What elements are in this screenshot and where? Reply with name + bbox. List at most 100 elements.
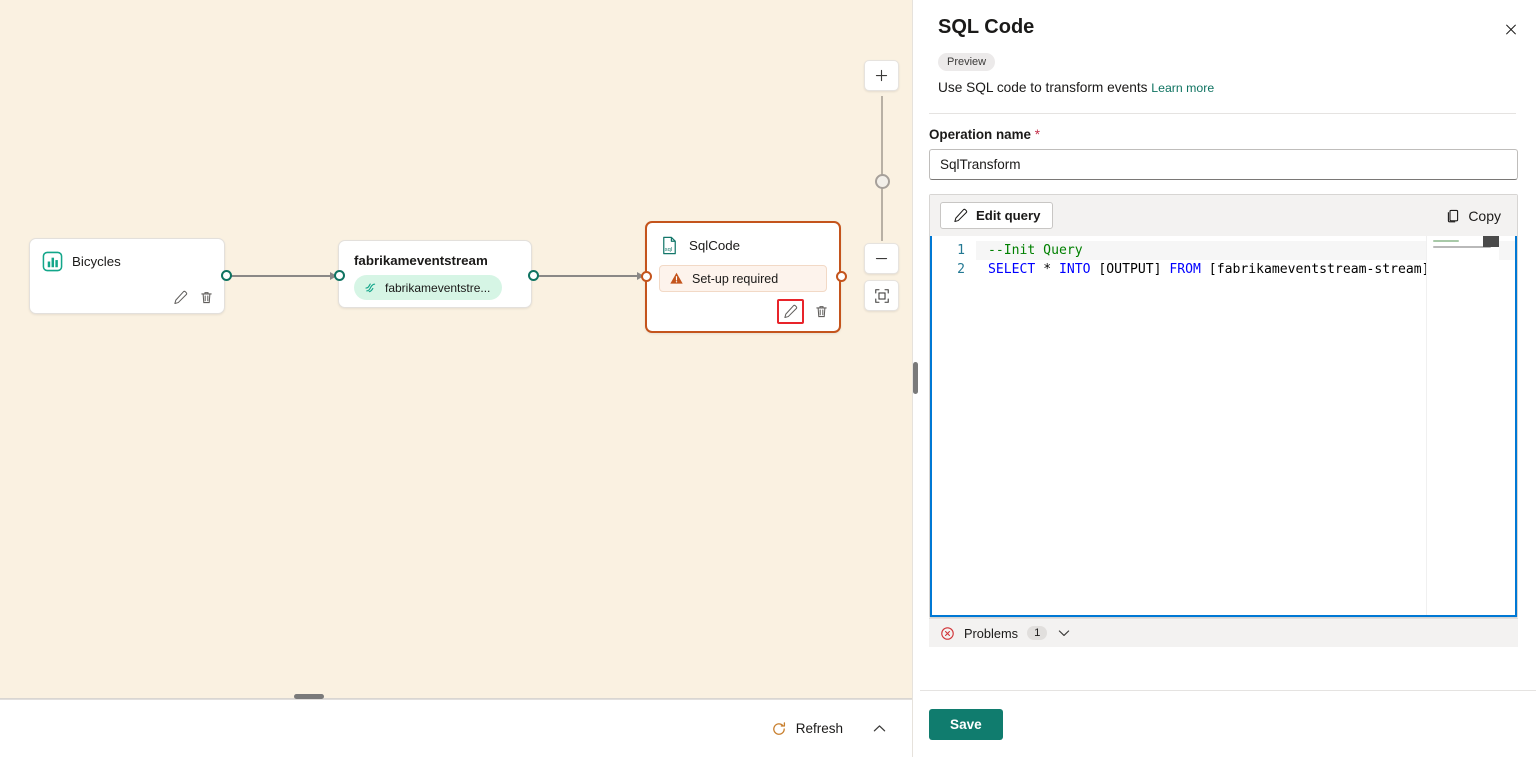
code-line-text[interactable]: SELECT * INTO [OUTPUT] FROM [fabrikameve… — [976, 260, 1515, 279]
learn-more-link[interactable]: Learn more — [1151, 81, 1215, 95]
code-token: SELECT — [988, 262, 1036, 277]
panel-body: Operation name * Edit query — [920, 114, 1536, 647]
panel-description-text: Use SQL code to transform events — [938, 80, 1148, 95]
required-marker: * — [1034, 127, 1040, 142]
canvas-resize-handle-horizontal[interactable] — [294, 694, 324, 699]
canvas-node-fabrikameventstream[interactable]: fabrikameventstream fabrikameventstre... — [333, 240, 539, 308]
bar-chart-icon — [42, 251, 63, 272]
collapse-panel-button[interactable] — [868, 718, 890, 740]
error-circle-icon — [941, 626, 954, 640]
canvas-bottom-divider — [0, 698, 912, 699]
edit-icon[interactable] — [172, 289, 189, 306]
refresh-icon — [772, 721, 785, 735]
preview-badge: Preview — [938, 53, 996, 71]
minimap-line — [1433, 240, 1459, 242]
header-divider — [929, 113, 1516, 114]
svg-text:sql: sql — [665, 247, 672, 253]
port-out-sqlcode[interactable] — [835, 271, 847, 282]
zoom-controls — [864, 60, 899, 311]
canvas-surface[interactable]: Bicycles — [0, 0, 912, 698]
operation-name-label: Operation name * — [929, 127, 1518, 142]
edge-eventstream-to-sqlcode — [536, 275, 642, 277]
zoom-in-button[interactable] — [864, 60, 899, 91]
node-eventstream-chip[interactable]: fabrikameventstre... — [354, 275, 503, 300]
copy-button[interactable]: Copy — [1439, 204, 1507, 228]
pencil-icon — [954, 208, 968, 223]
canvas-node-bicycles[interactable]: Bicycles — [29, 238, 232, 314]
code-editor-area[interactable]: 1 --Init Query 2 SELECT * INTO [OUTPUT] FRO… — [930, 236, 1517, 617]
code-line-text[interactable]: --Init Query — [976, 241, 1515, 260]
sql-code-panel: SQL Code Preview Use SQL code to transfo… — [920, 0, 1536, 757]
operation-name-label-text: Operation name — [929, 127, 1031, 142]
code-token: [fabrikameventstream-stream] — [1200, 262, 1430, 277]
code-token: [OUTPUT] — [1090, 262, 1170, 277]
zoom-out-button[interactable] — [864, 243, 899, 274]
node-sqlcode-title: SqlCode — [689, 238, 741, 253]
port-out-bicycles[interactable] — [220, 270, 232, 281]
code-token: --Init Query — [988, 243, 1083, 258]
warning-icon — [670, 272, 683, 284]
fit-screen-icon — [874, 288, 889, 303]
sql-editor: Edit query Copy 1 --Init Query 2 SELECT * I… — [929, 194, 1518, 618]
node-sqlcode-actions — [777, 299, 830, 324]
zoom-slider-thumb[interactable] — [875, 174, 890, 189]
minimap-line — [1433, 246, 1491, 248]
canvas-node-sqlcode[interactable]: sql SqlCode Set-up required — [640, 221, 847, 333]
node-eventstream-title: fabrikameventstream — [354, 253, 488, 268]
node-eventstream-chip-label: fabrikameventstre... — [385, 280, 491, 295]
line-number: 2 — [957, 262, 965, 277]
port-out-eventstream[interactable] — [527, 270, 539, 281]
page-title: SQL Code — [938, 16, 1035, 38]
node-sqlcode-status-text: Set-up required — [692, 271, 779, 286]
node-bicycles-actions — [172, 289, 215, 306]
zoom-slider-track[interactable] — [881, 96, 883, 241]
node-sqlcode-header: sql SqlCode — [647, 223, 839, 256]
save-button[interactable]: Save — [929, 708, 1003, 740]
code-token: INTO — [1058, 262, 1091, 277]
line-number: 1 — [957, 243, 965, 258]
refresh-label: Refresh — [795, 721, 843, 736]
node-bicycles-title: Bicycles — [72, 254, 121, 269]
edit-query-label: Edit query — [976, 208, 1041, 223]
node-bicycles-header: Bicycles — [30, 239, 224, 272]
canvas-bottom-bar: Refresh — [0, 699, 912, 757]
code-line[interactable]: 2 SELECT * INTO [OUTPUT] FROM [fabrikamev… — [932, 260, 1515, 279]
code-lines[interactable]: 1 --Init Query 2 SELECT * INTO [OUTPUT] FRO… — [932, 236, 1515, 279]
edge-bicycles-to-eventstream — [228, 275, 336, 277]
plus-icon — [875, 69, 888, 82]
panel-description: Use SQL code to transform events Learn m… — [938, 80, 1516, 95]
editor-toolbar: Edit query Copy — [930, 195, 1517, 236]
port-in-eventstream[interactable] — [333, 270, 345, 281]
chevron-down-icon[interactable] — [1056, 625, 1072, 641]
panel-splitter-handle[interactable] — [913, 362, 918, 394]
minus-icon — [875, 257, 888, 260]
close-icon — [1506, 24, 1516, 34]
edit-icon-highlight — [777, 299, 804, 324]
flow-canvas[interactable]: Bicycles — [0, 0, 912, 757]
panel-footer: Save — [920, 690, 1536, 757]
editor-minimap[interactable] — [1426, 236, 1499, 615]
sql-document-icon: sql — [663, 236, 676, 255]
code-line[interactable]: 1 --Init Query — [932, 241, 1515, 260]
problems-label: Problems — [964, 625, 1019, 641]
delete-icon[interactable] — [198, 289, 215, 306]
stream-icon — [365, 283, 376, 293]
port-in-sqlcode[interactable] — [640, 271, 652, 282]
panel-header: SQL Code Preview Use SQL code to transfo… — [920, 0, 1536, 114]
fit-to-screen-button[interactable] — [864, 280, 899, 311]
problems-bar[interactable]: Problems 1 — [929, 618, 1518, 647]
editor-scrollbar-thumb[interactable] — [1483, 236, 1499, 247]
copy-icon — [1448, 209, 1459, 222]
code-token — [1051, 262, 1059, 277]
code-token: * — [1043, 262, 1052, 277]
problems-count: 1 — [1027, 626, 1048, 640]
code-token: FROM — [1169, 262, 1201, 277]
refresh-button[interactable]: Refresh — [765, 720, 849, 738]
operation-name-input[interactable] — [929, 149, 1518, 180]
edit-query-button[interactable]: Edit query — [940, 202, 1054, 229]
chevron-up-icon — [873, 725, 885, 732]
edit-icon[interactable] — [782, 303, 799, 320]
close-button[interactable] — [1498, 16, 1524, 42]
delete-icon[interactable] — [813, 303, 830, 320]
